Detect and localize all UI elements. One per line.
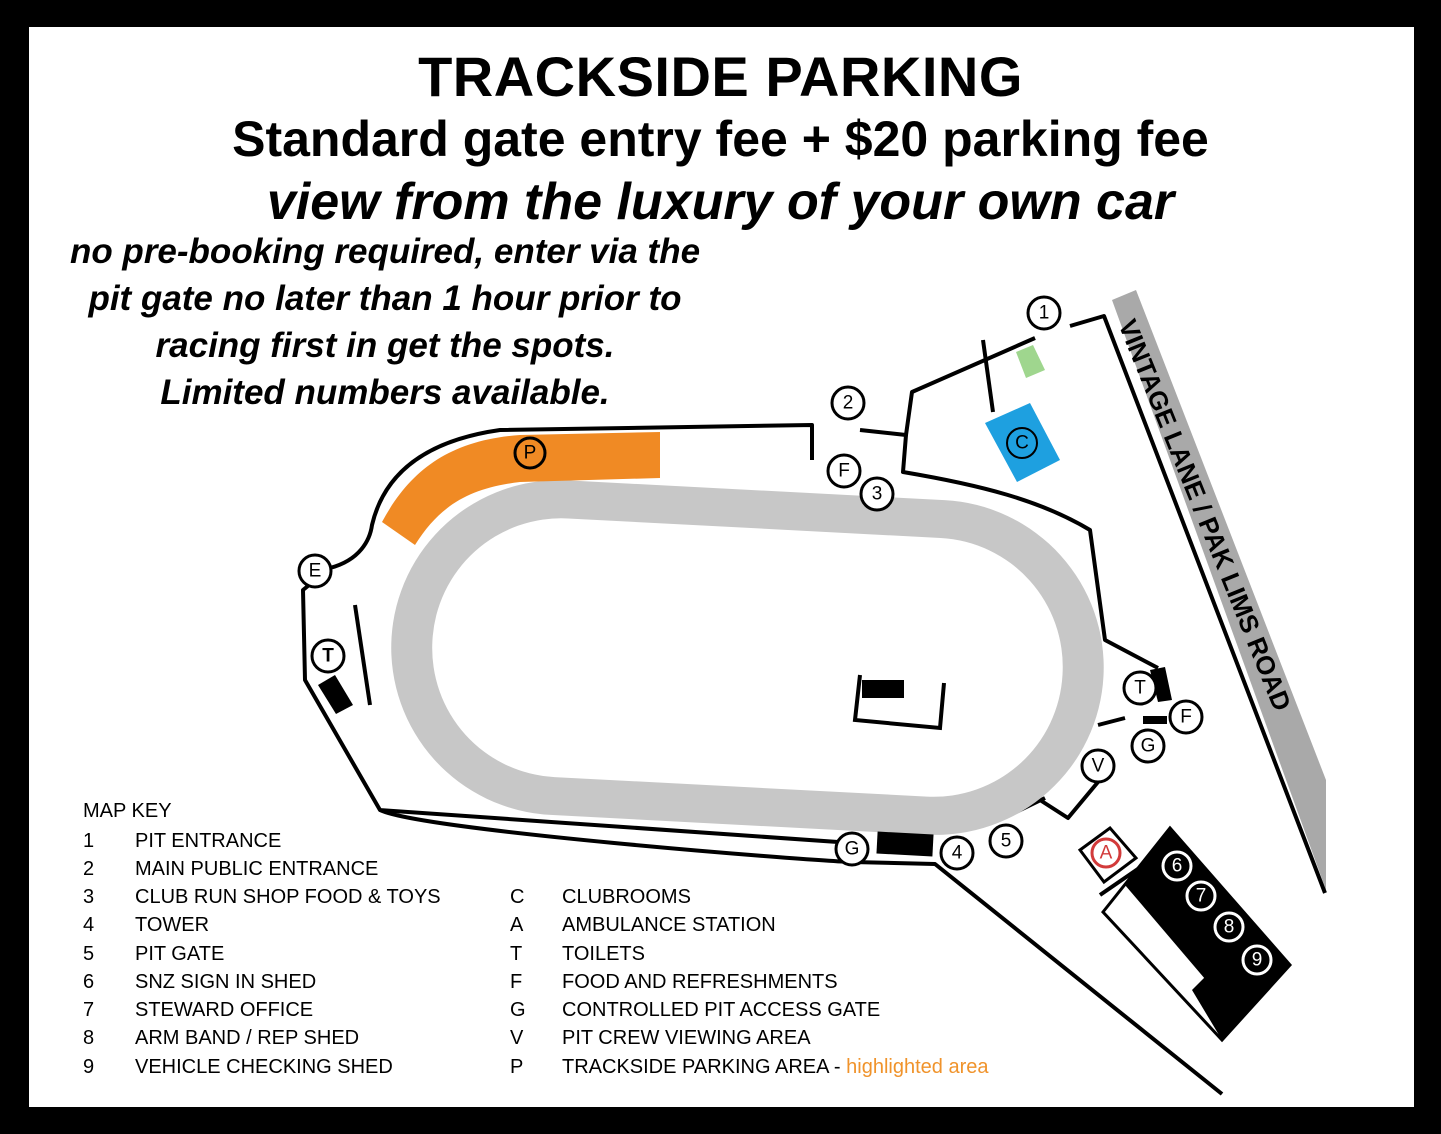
fee-line: Standard gate entry fee + $20 parking fe… (232, 111, 1209, 167)
marker-5: 5 (988, 823, 1024, 859)
marker-p: P (513, 436, 547, 470)
tagline: view from the luxury of your own car (266, 173, 1175, 231)
marker-2: 2 (830, 385, 866, 421)
map-key-title: MAP KEY (83, 800, 172, 822)
marker-7: 7 (1185, 880, 1217, 912)
road (1112, 290, 1326, 890)
marker-t-right: T (1122, 670, 1158, 706)
marker-c: C (1006, 427, 1038, 459)
note-line: racing first in get the spots. (155, 326, 615, 365)
marker-3: 3 (859, 476, 895, 512)
pit-gate-bar (876, 831, 934, 857)
svg-text:3: 3 (872, 484, 883, 505)
marker-9: 9 (1241, 944, 1273, 976)
infield-building-fill (862, 680, 904, 698)
svg-text:G: G (845, 839, 860, 860)
toilet-block-left (318, 675, 353, 714)
infield-building (852, 674, 946, 731)
svg-text:F: F (1180, 707, 1192, 728)
svg-text:C: C (1015, 433, 1029, 454)
svg-text:A: A (1100, 843, 1113, 864)
ambulance-building (1077, 825, 1139, 885)
road-label: VINTAGE LANE / PAK LIMS ROAD (1113, 315, 1298, 715)
svg-text:F: F (838, 461, 850, 482)
note-line: pit gate no later than 1 hour prior to (88, 279, 682, 318)
svg-text:E: E (309, 561, 322, 582)
note-line: Limited numbers available. (160, 373, 610, 412)
booking-notes: no pre-booking required, enter via the p… (40, 228, 730, 416)
shed-fill (1192, 962, 1240, 1040)
toilet-block-right (1150, 667, 1172, 702)
marker-8: 8 (1213, 911, 1245, 943)
note-line: no pre-booking required, enter via the (69, 232, 701, 271)
marker-f-right: F (1168, 699, 1204, 735)
svg-text:4: 4 (952, 843, 963, 864)
svg-text:T: T (1134, 678, 1146, 699)
marker-4: 4 (939, 835, 975, 871)
green-area (1016, 345, 1045, 378)
svg-text:8: 8 (1224, 917, 1235, 938)
marker-v: V (1080, 748, 1116, 784)
marker-t-left: T (310, 638, 346, 674)
marker-g-bottom: G (834, 831, 870, 867)
parking-area (382, 432, 660, 545)
svg-text:9: 9 (1252, 950, 1263, 971)
svg-text:5: 5 (1001, 831, 1012, 852)
marker-e: E (297, 553, 333, 589)
marker-f-top: F (826, 453, 862, 489)
svg-text:P: P (524, 443, 537, 464)
svg-text:1: 1 (1039, 303, 1050, 324)
gate-bar-right (1143, 716, 1167, 724)
svg-text:2: 2 (843, 393, 854, 414)
svg-text:G: G (1141, 736, 1156, 757)
svg-text:T: T (322, 646, 334, 667)
clubrooms-building (985, 403, 1060, 482)
marker-1: 1 (1026, 295, 1062, 331)
marker-g-right: G (1130, 728, 1166, 764)
infield (432, 518, 1063, 797)
svg-text:6: 6 (1172, 856, 1183, 877)
marker-a: A (1090, 837, 1122, 869)
page-title: TRACKSIDE PARKING (418, 45, 1023, 108)
marker-6: 6 (1161, 850, 1193, 882)
highlight-note: highlighted area (846, 1056, 989, 1078)
svg-text:V: V (1092, 756, 1105, 777)
svg-text:7: 7 (1196, 886, 1207, 907)
